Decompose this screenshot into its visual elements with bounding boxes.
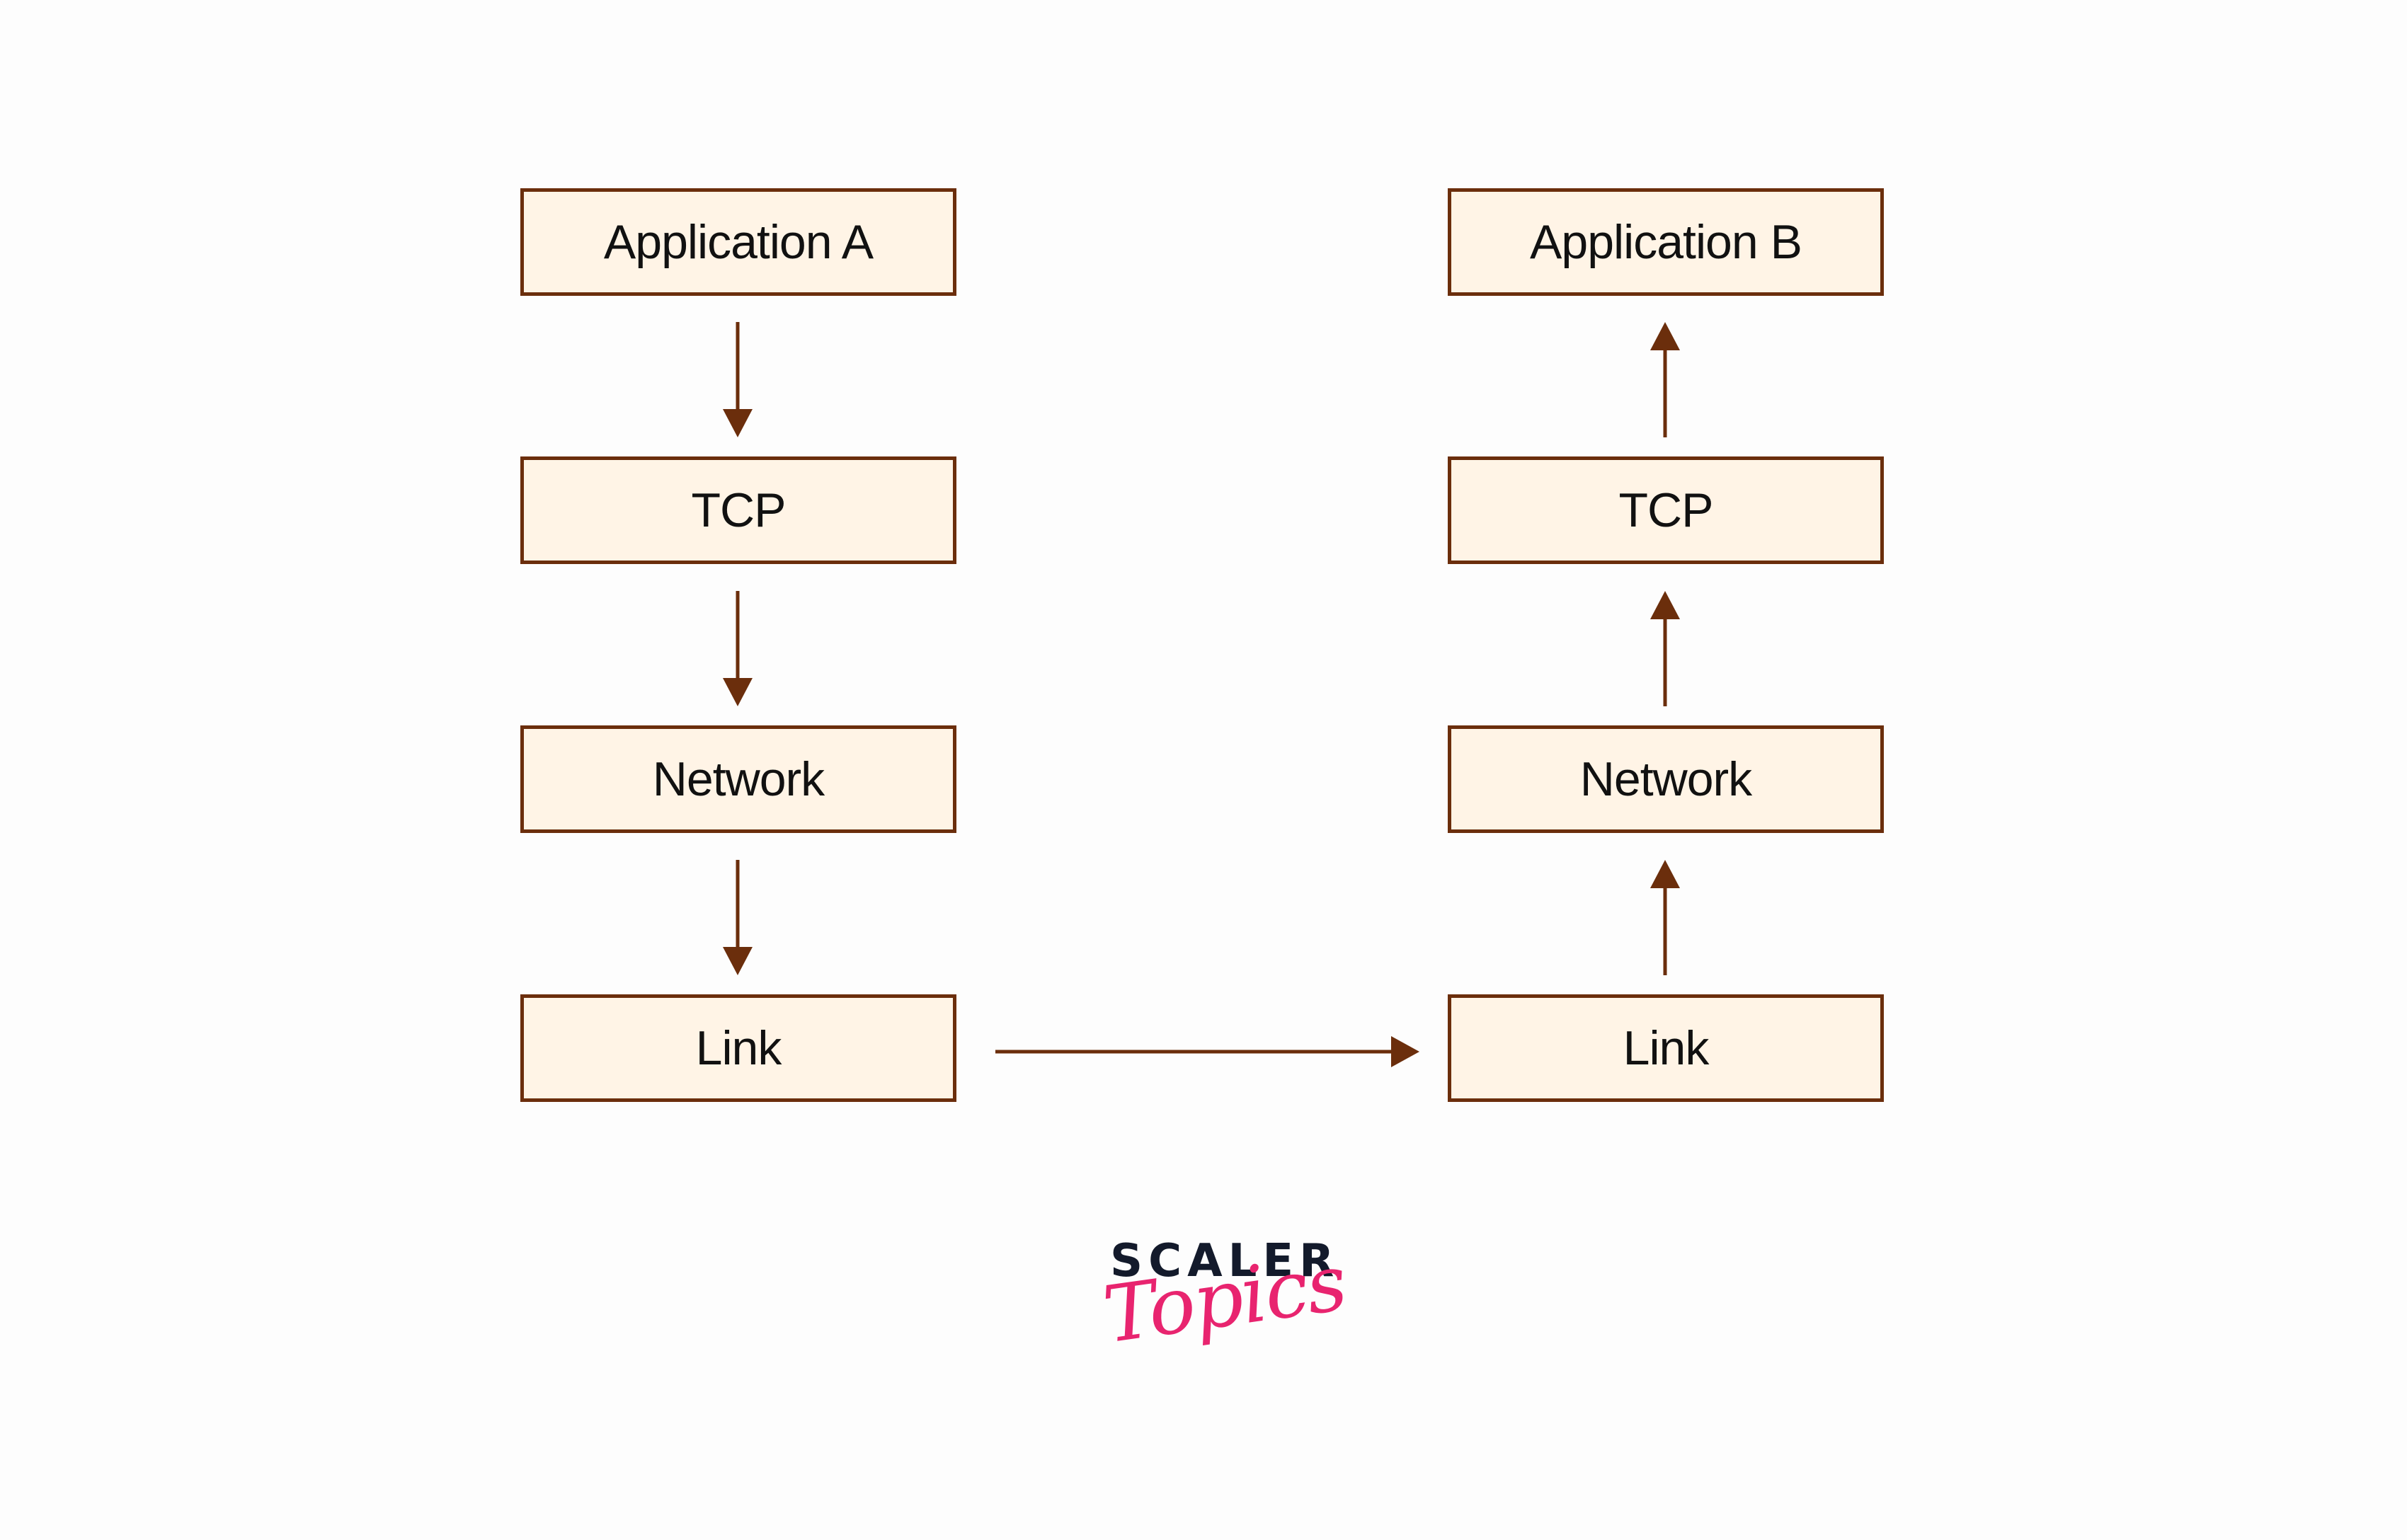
box-label: Link [1623, 1021, 1710, 1075]
right-application-b-box: Application B [1448, 188, 1884, 296]
arrowhead-down-icon [723, 947, 753, 975]
box-label: Link [695, 1021, 782, 1075]
right-network-box: Network [1448, 725, 1884, 833]
arrow-link-to-network-right [1650, 860, 1680, 975]
scaler-topics-logo: SCALER Topics [1098, 1235, 1351, 1412]
box-label: Network [652, 752, 825, 806]
arrow-network-to-link-left [723, 860, 753, 975]
arrowhead-right-icon [1391, 1036, 1419, 1067]
arrow-tcp-to-app-b [1650, 322, 1680, 437]
arrowhead-up-icon [1650, 860, 1680, 888]
right-link-box: Link [1448, 994, 1884, 1102]
arrowhead-down-icon [723, 409, 753, 437]
arrow-app-a-to-tcp [723, 322, 753, 437]
left-tcp-box: TCP [520, 456, 956, 564]
box-label: TCP [1618, 483, 1714, 537]
box-label: Application A [603, 215, 874, 269]
arrowhead-up-icon [1650, 322, 1680, 350]
left-link-box: Link [520, 994, 956, 1102]
left-network-box: Network [520, 725, 956, 833]
arrow-tcp-to-network-left [723, 591, 753, 706]
logo-scaler-text: SCALER [1110, 1235, 1340, 1287]
arrow-network-to-tcp-right [1650, 591, 1680, 706]
arrowhead-down-icon [723, 678, 753, 706]
box-label: Application B [1530, 215, 1802, 269]
arrow-link-to-link [995, 1036, 1419, 1067]
right-tcp-box: TCP [1448, 456, 1884, 564]
left-application-a-box: Application A [520, 188, 956, 296]
box-label: TCP [691, 483, 787, 537]
box-label: Network [1579, 752, 1752, 806]
arrowhead-up-icon [1650, 591, 1680, 619]
